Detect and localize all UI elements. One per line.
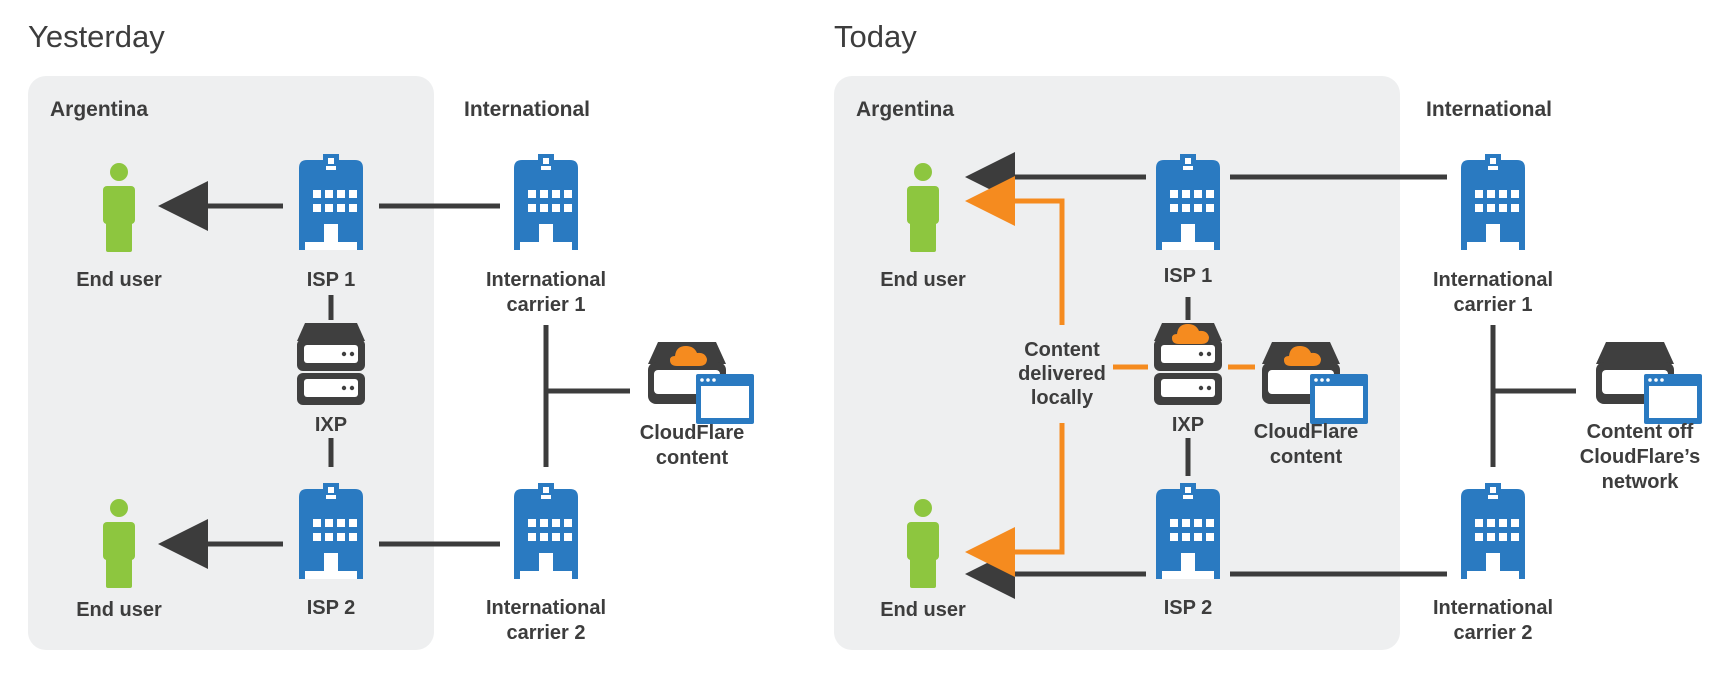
- today-panel: Today Argentina International: [834, 19, 1702, 650]
- yesterday-title: Yesterday: [28, 19, 165, 54]
- content-icon: [648, 342, 754, 424]
- content-line2-yesterday: content: [656, 447, 729, 469]
- isp1-yesterday-label: ISP 1: [307, 269, 356, 291]
- offnet-line3-today: network: [1602, 471, 1680, 493]
- argentina-label-today: Argentina: [856, 98, 954, 121]
- argentina-region-yesterday: [28, 76, 434, 650]
- content-offnet-icon: [1596, 342, 1702, 424]
- isp2-today-label: ISP 2: [1164, 597, 1213, 619]
- isp1-today-label: ISP 1: [1164, 265, 1213, 287]
- argentina-label-yesterday: Argentina: [50, 98, 148, 121]
- building-icon: [1156, 483, 1220, 579]
- orange-arrow-bottom: [965, 423, 1065, 577]
- cloudflare-line2-today: content: [1270, 446, 1343, 468]
- carrier2-line2-today: carrier 2: [1454, 622, 1533, 644]
- end-user-top-today-label: End user: [880, 269, 966, 291]
- carrier2-line1-yesterday: International: [486, 597, 606, 619]
- offnet-line1-today: Content off: [1587, 421, 1694, 443]
- carrier1-line2-yesterday: carrier 1: [507, 294, 586, 316]
- yesterday-panel: Yesterday Argentina International End us…: [28, 19, 754, 650]
- cloudflare-line1-today: CloudFlare: [1254, 421, 1358, 443]
- building-icon: [1461, 483, 1525, 579]
- server-icon: [1154, 323, 1222, 405]
- ixp-today-label: IXP: [1172, 414, 1204, 436]
- today-title: Today: [834, 19, 917, 54]
- building-icon: [514, 483, 578, 579]
- international-label-yesterday: International: [464, 98, 590, 121]
- offnet-line2-today: CloudFlare’s: [1580, 446, 1700, 468]
- local-content-line1: Content: [1024, 339, 1100, 361]
- building-icon: [299, 154, 363, 250]
- international-label-today: International: [1426, 98, 1552, 121]
- content-line1-yesterday: CloudFlare: [640, 422, 744, 444]
- carrier2-line1-today: International: [1433, 597, 1553, 619]
- carrier1-line1-today: International: [1433, 269, 1553, 291]
- building-icon: [1461, 154, 1525, 250]
- building-icon: [299, 483, 363, 579]
- local-delivery-flow: [965, 176, 1255, 577]
- building-icon: [1156, 154, 1220, 250]
- local-content-line2: delivered: [1018, 363, 1106, 385]
- links-today: [965, 152, 1576, 599]
- links-yesterday: [158, 181, 630, 569]
- isp2-yesterday-label: ISP 2: [307, 597, 356, 619]
- carrier1-line1-yesterday: International: [486, 269, 606, 291]
- carrier1-line2-today: carrier 1: [1454, 294, 1533, 316]
- building-icon: [514, 154, 578, 250]
- carrier2-line2-yesterday: carrier 2: [507, 622, 586, 644]
- orange-arrow-top: [965, 176, 1065, 325]
- server-icon: [297, 323, 365, 405]
- end-user-bottom-yesterday-label: End user: [76, 599, 162, 621]
- local-content-line3: locally: [1031, 387, 1094, 409]
- end-user-bottom-today-label: End user: [880, 599, 966, 621]
- ixp-yesterday-label: IXP: [315, 414, 347, 436]
- end-user-top-yesterday-label: End user: [76, 269, 162, 291]
